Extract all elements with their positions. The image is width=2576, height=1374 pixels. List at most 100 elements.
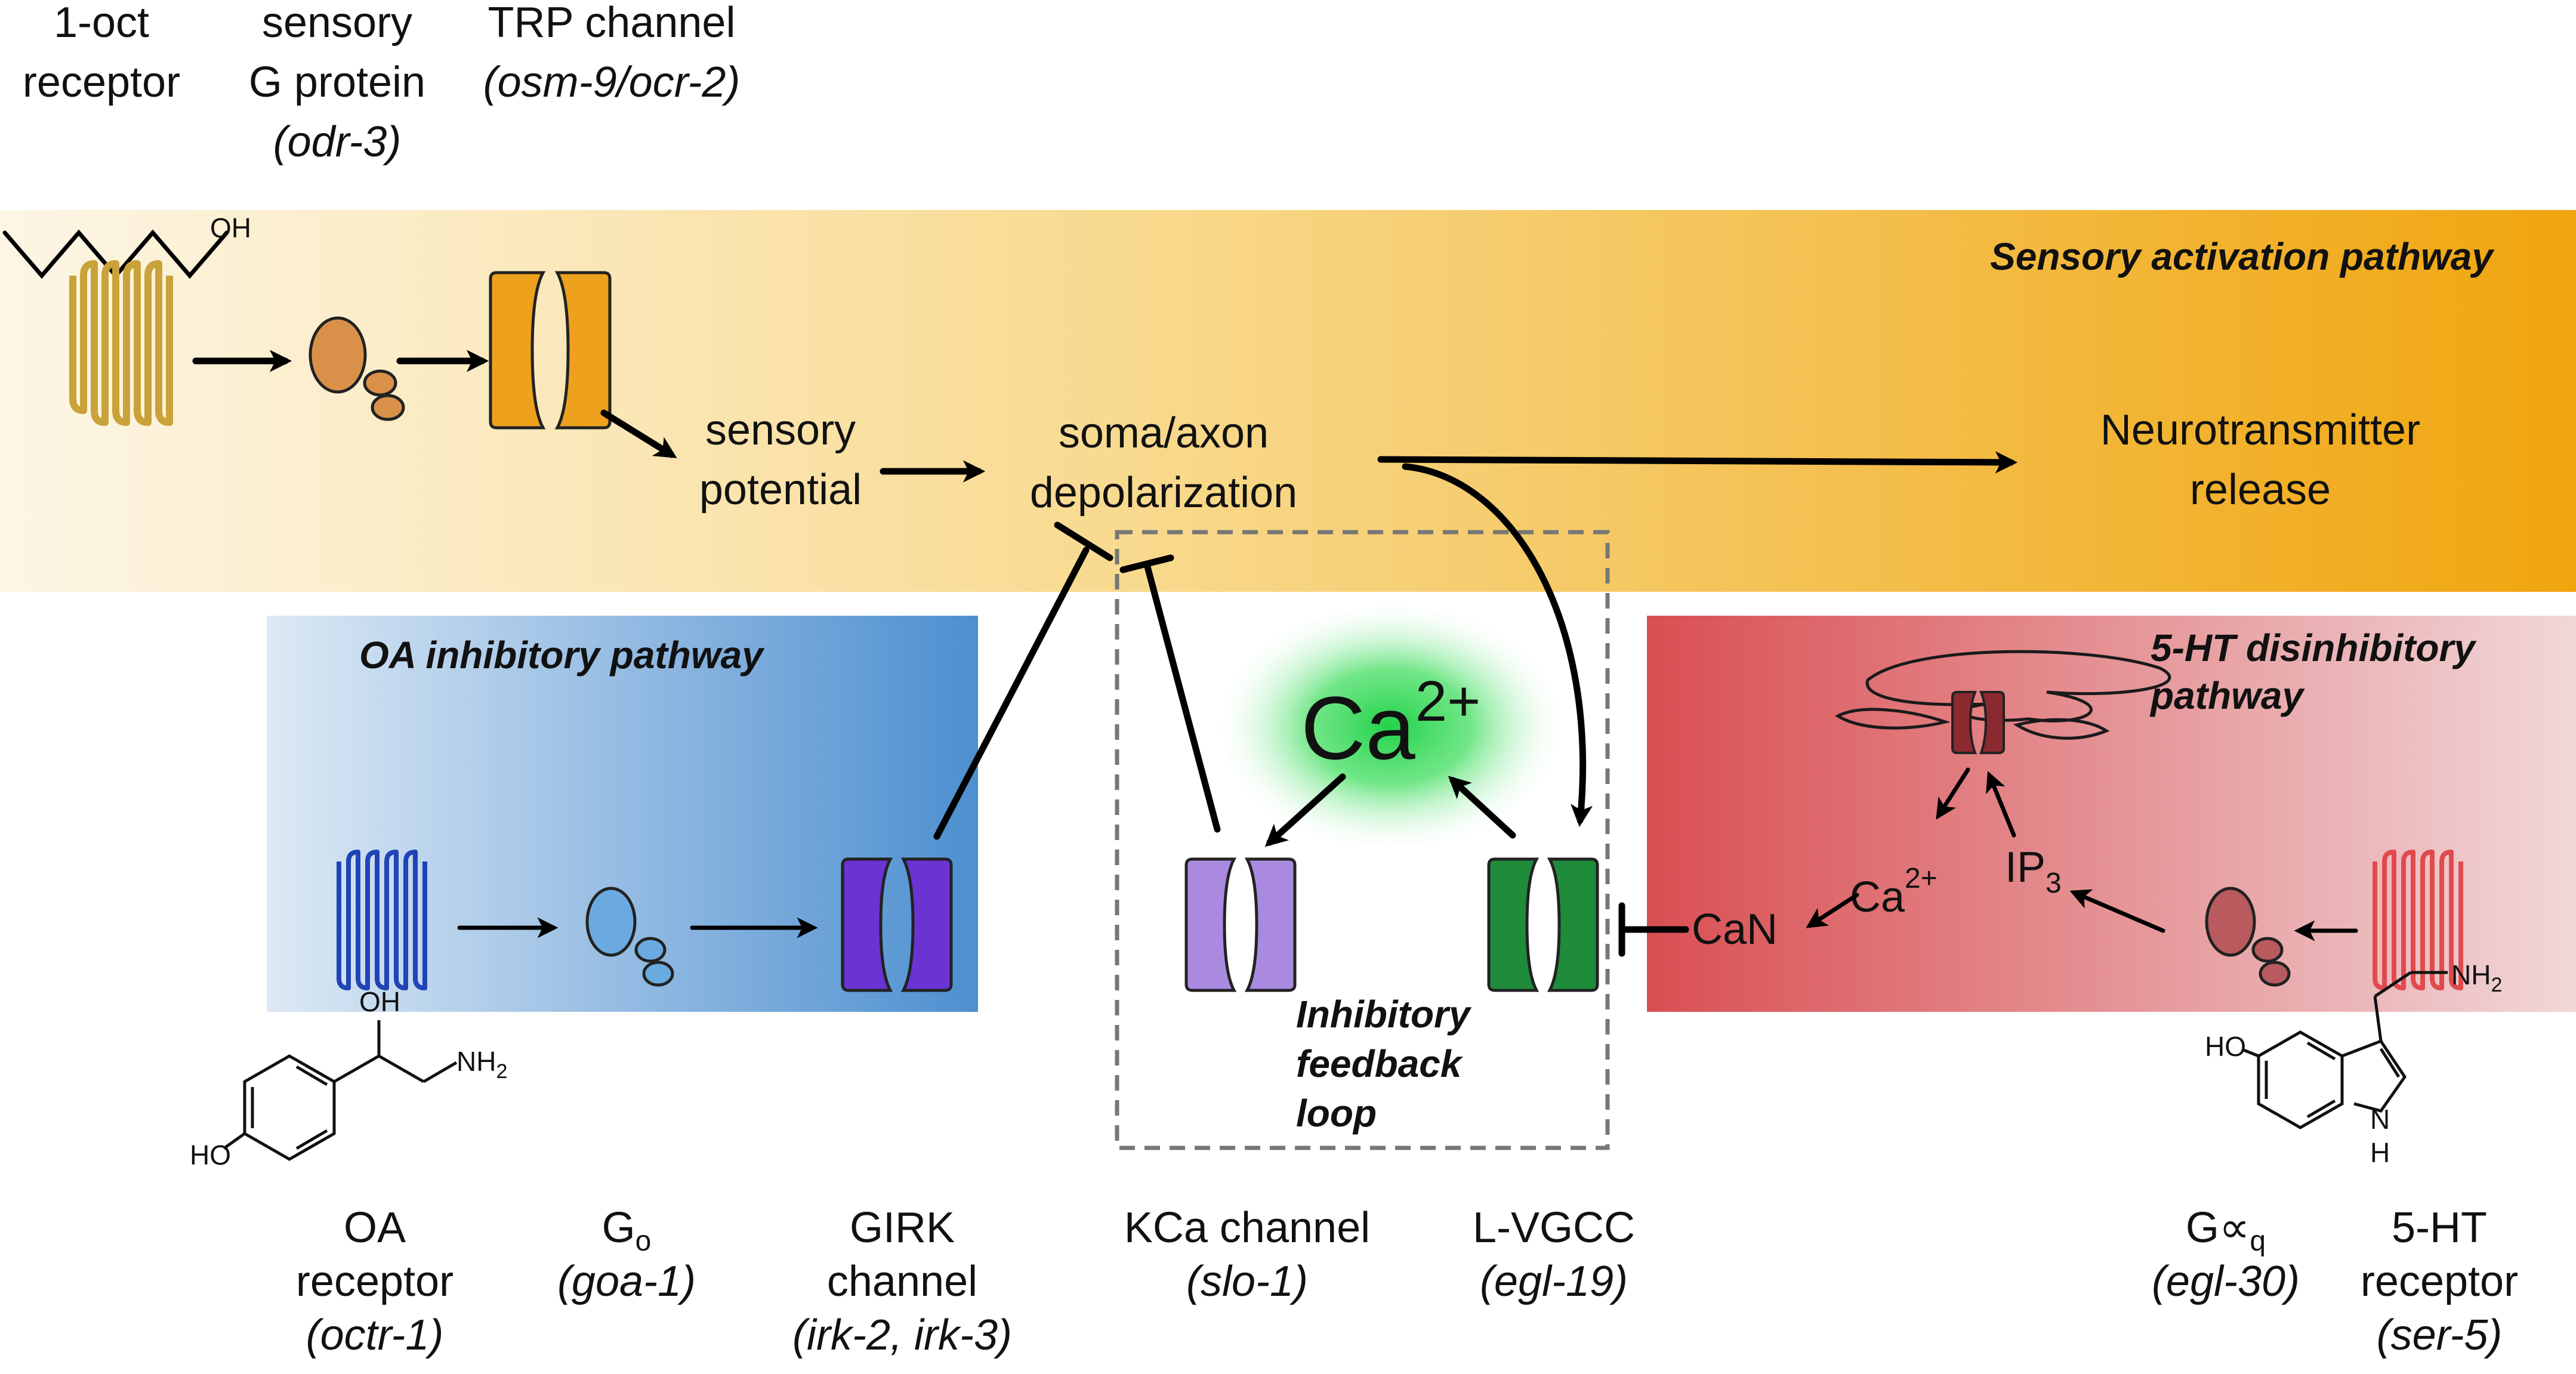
gq-label-2: (egl-30) — [2152, 1258, 2300, 1305]
sensory-potential-label-1: sensory — [705, 406, 856, 454]
octanol-oh: OH — [210, 212, 251, 243]
go-alpha-icon — [585, 887, 637, 957]
arrow-depolarization-to-release — [1377, 451, 2018, 474]
neurotransmitter-label-2: release — [2190, 466, 2331, 514]
octopamine-nh: NH — [456, 1046, 496, 1077]
girk-channel-icon — [841, 857, 953, 992]
calcium-label-sup: 2+ — [1415, 669, 1480, 733]
calcium-label: Ca2+ — [1301, 669, 1480, 778]
arrow-trp-to-potential — [600, 409, 677, 458]
trp-channel-label-2: (osm-9/ocr-2) — [483, 58, 741, 106]
ht-pathway-title-1: 5-HT disinhibitory — [2151, 626, 2477, 669]
small-calcium-base: Ca — [1850, 873, 1905, 921]
arrow-depolarization-to-lvgcc — [1402, 463, 1593, 828]
sensory-gprotein-label-1: sensory — [262, 0, 412, 47]
arrow-calcium-to-can — [1806, 893, 1859, 928]
ip3-base: IP — [2005, 844, 2046, 891]
sensory-gprotein-label-3: (odr-3) — [273, 118, 402, 166]
small-calcium-sup: 2+ — [1905, 863, 1938, 894]
depolarization-label-1: soma/axon — [1059, 409, 1269, 457]
kca-label-2: (slo-1) — [1186, 1258, 1308, 1305]
gq-label-sub: q — [2250, 1225, 2266, 1257]
girk-label-1: GIRK — [850, 1204, 955, 1252]
octopamine-nh2: NH2 — [456, 1046, 507, 1083]
gq-beta-icon — [2251, 937, 2284, 963]
gq-gamma-icon — [2259, 961, 2291, 987]
go-label-2: (goa-1) — [557, 1258, 696, 1305]
arrow-er-to-calcium — [1936, 767, 1970, 820]
trp-channel-icon — [489, 271, 612, 430]
calcium-label-base: Ca — [1301, 678, 1415, 778]
serotonin-ho: HO — [2205, 1031, 2246, 1062]
loop-label-2: feedback — [1296, 1042, 1464, 1085]
loop-label-3: loop — [1296, 1092, 1377, 1135]
ht-receptor-label-1: 5-HT — [2392, 1204, 2487, 1252]
serotonin-nh: NH — [2451, 959, 2491, 990]
ip3-sub: 3 — [2046, 867, 2062, 899]
octopamine-nh-sub: 2 — [496, 1060, 507, 1083]
girk-label-3: (irk-2, irk-3) — [792, 1311, 1012, 1359]
lvgcc-channel-icon — [1487, 857, 1599, 992]
octopamine-oh: OH — [359, 986, 400, 1017]
kca-inhibits-depolarization — [1119, 554, 1221, 833]
er-channel-icon — [1951, 691, 2005, 754]
oa-pathway-title: OA inhibitory pathway — [359, 634, 765, 677]
ip3-label: IP3 — [2005, 844, 2062, 899]
oa-receptor-gpcr-icon — [337, 850, 427, 990]
oa-receptor-label-1: OA — [344, 1204, 406, 1252]
feedback-loop-box — [1115, 530, 1610, 1150]
serotonin-structure-icon — [2243, 971, 2448, 1129]
arrow-ip3-to-er — [1986, 771, 2016, 838]
go-label-sub: o — [635, 1225, 652, 1257]
arrow-calcium-to-kca — [1264, 773, 1346, 847]
loop-label-1: Inhibitory — [1296, 993, 1472, 1036]
kca-channel-icon — [1184, 857, 1297, 992]
sensory-pathway-title: Sensory activation pathway — [1990, 235, 2495, 278]
serotonin-nh-sub: 2 — [2491, 974, 2502, 996]
octopamine-structure-icon — [223, 1020, 458, 1161]
calcium-glow — [1211, 598, 1569, 855]
oct-receptor-label-1: 1-oct — [54, 0, 149, 47]
arrow-gq-to-ip3 — [2069, 889, 2165, 933]
oct-receptor-label-2: receptor — [23, 58, 180, 106]
oa-receptor-label-2: receptor — [296, 1258, 454, 1305]
sensory-band — [0, 210, 2576, 592]
gq-alpha-icon — [2205, 887, 2256, 957]
go-gamma-icon — [642, 961, 674, 987]
small-calcium-label: Ca2+ — [1850, 863, 1938, 921]
go-beta-icon — [634, 937, 667, 963]
serotonin-h: H — [2370, 1137, 2390, 1168]
ht-receptor-label-2: receptor — [2361, 1258, 2518, 1305]
octopamine-ho: HO — [190, 1140, 231, 1171]
go-label-1: Go — [602, 1204, 652, 1257]
serotonin-nh2: NH2 — [2451, 959, 2502, 996]
neurotransmitter-label-1: Neurotransmitter — [2100, 406, 2420, 454]
oa-receptor-label-3: (octr-1) — [306, 1311, 444, 1359]
trp-channel-label-1: TRP channel — [488, 0, 736, 47]
gq-label-1: G∝q — [2186, 1204, 2266, 1257]
go-label-base: G — [602, 1204, 635, 1252]
ht-receptor-gpcr-icon — [2373, 850, 2463, 990]
ht-receptor-label-3: (ser-5) — [2377, 1311, 2503, 1359]
kca-label-1: KCa channel — [1124, 1204, 1370, 1252]
can-inhibits-lvgcc — [1618, 902, 1689, 957]
oct-receptor-gpcr-icon — [69, 260, 173, 426]
sensory-gprotein-beta-icon — [363, 369, 397, 397]
lvgcc-label-1: L-VGCC — [1473, 1204, 1635, 1252]
ht-pathway-title-2: pathway — [2149, 674, 2305, 717]
sensory-potential-label-2: potential — [699, 466, 862, 514]
sensory-gprotein-label-2: G protein — [249, 58, 425, 106]
can-label: CaN — [1692, 906, 1778, 953]
depolarization-label-2: depolarization — [1030, 469, 1297, 517]
girk-inhibits-depolarization — [933, 521, 1113, 840]
sensory-gprotein-alpha-icon — [308, 316, 367, 394]
ht-band — [1647, 616, 2576, 1012]
gq-label-base: G∝ — [2186, 1204, 2250, 1252]
lvgcc-label-2: (egl-19) — [1480, 1258, 1628, 1305]
serotonin-n: N — [2370, 1104, 2390, 1135]
sensory-gprotein-gamma-icon — [371, 394, 405, 421]
girk-label-2: channel — [827, 1258, 977, 1305]
arrow-lvgcc-to-calcium — [1448, 776, 1516, 839]
